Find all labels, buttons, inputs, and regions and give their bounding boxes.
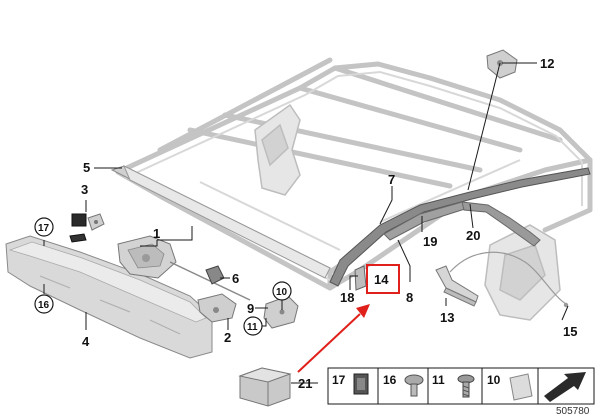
callout-2: 2	[224, 330, 231, 345]
callout-18: 18	[340, 290, 354, 305]
arrow-icon	[544, 372, 586, 402]
legend-label-17: 17	[332, 373, 346, 387]
highlight-box-14	[366, 264, 400, 294]
latch-1	[117, 235, 251, 301]
pad-icon	[509, 373, 533, 401]
bracket-13	[435, 265, 479, 307]
highlight-arrow	[297, 304, 370, 373]
clip-icon	[353, 373, 369, 395]
legend-label-11: 11	[432, 373, 445, 387]
cable-15	[449, 251, 567, 305]
callout-1: 1	[153, 226, 160, 241]
callout-7: 7	[388, 172, 395, 187]
callout-8: 8	[406, 290, 413, 305]
callout-6: 6	[232, 271, 239, 286]
rivet-icon	[404, 374, 424, 397]
hinge-mechanism-right	[484, 224, 561, 321]
bracket-12	[486, 49, 518, 79]
legend-label-16: 16	[383, 373, 397, 387]
callout-10: 10	[276, 287, 288, 298]
fastener-legend: 17 16 11 10	[327, 367, 595, 405]
front-header-bar	[110, 164, 332, 279]
seal-strip-7	[329, 167, 591, 287]
callout-13: 13	[440, 310, 454, 325]
hook-2	[197, 293, 237, 323]
bracket-9	[263, 295, 299, 329]
hinge-mechanism-left	[254, 103, 301, 196]
callout-15: 15	[563, 324, 577, 339]
cover-4	[5, 235, 213, 359]
callout-21: 21	[298, 376, 312, 391]
callout-5: 5	[83, 160, 90, 175]
callout-16: 16	[38, 300, 50, 311]
callout-11: 11	[247, 322, 258, 333]
callout-4: 4	[82, 334, 90, 349]
callout-9: 9	[247, 301, 254, 316]
callout-3: 3	[81, 182, 88, 197]
callout-12: 12	[540, 56, 554, 71]
leader-lines	[43, 62, 569, 384]
diagram-id: 505780	[556, 406, 590, 417]
clips-3	[69, 213, 105, 243]
callouts: 5 3 1 6 2 9 7 8 14 18 19 20 12 13 15 4 2…	[34, 56, 577, 391]
callout-17: 17	[38, 223, 50, 234]
pad-6	[205, 265, 225, 285]
callout-19: 19	[423, 234, 437, 249]
seal-strip-20	[461, 201, 541, 247]
screw-icon	[457, 374, 475, 398]
callout-20: 20	[466, 228, 480, 243]
box-21	[238, 367, 292, 407]
clip-18	[354, 265, 367, 291]
callout-14: 14	[374, 272, 389, 287]
legend-label-10: 10	[487, 373, 501, 387]
